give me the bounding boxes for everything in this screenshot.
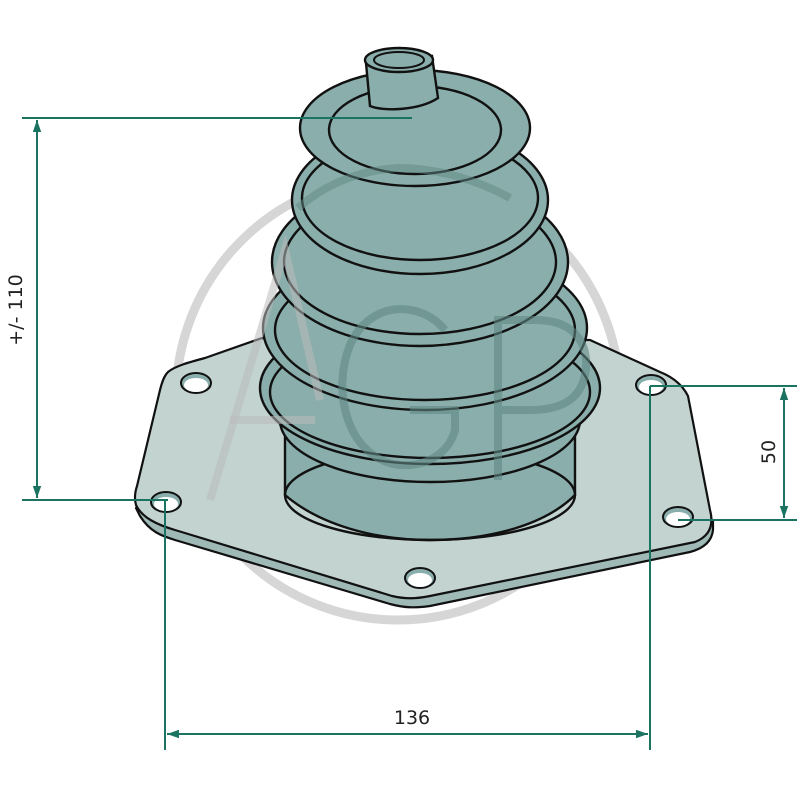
flange-hole — [404, 567, 436, 589]
dimension-hole-vertical — [650, 385, 797, 521]
dimension-height — [22, 117, 412, 501]
dimension-hole-horizontal-label: 136 — [394, 707, 430, 729]
flange-hole — [180, 372, 212, 394]
flange-hole — [662, 506, 694, 528]
dimension-hole-vertical-label: 50 — [758, 440, 780, 464]
watermark-logo — [206, 163, 591, 502]
dimension-height-label: +/- 110 — [5, 274, 27, 345]
bellows-boot — [258, 46, 602, 542]
dimension-hole-horizontal — [164, 386, 651, 750]
